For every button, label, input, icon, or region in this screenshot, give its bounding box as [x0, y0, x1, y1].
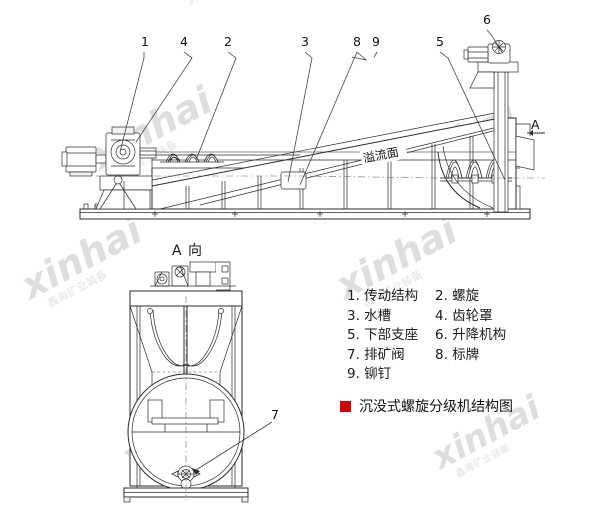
a-view-front-elevation: 7 — [123, 261, 279, 503]
callout-3: 3 — [301, 34, 309, 49]
caption-bullet-square — [340, 400, 351, 412]
callout-6: 6 — [483, 12, 491, 27]
legend-item-7: 7. 排矿阀 — [347, 346, 405, 363]
legend-item-9: 9. 铆钉 — [347, 366, 392, 382]
callout-7: 7 — [271, 407, 279, 422]
callout-7-arrow — [192, 468, 200, 475]
overflow-surface-label: 溢流面 — [359, 142, 408, 167]
spiral-blades-left — [160, 153, 224, 163]
legend-item-3: 3. 水槽 — [347, 307, 392, 324]
legend-item-8: 8. 标牌 — [435, 346, 480, 363]
legend-item-2: 2. 螺旋 — [435, 288, 480, 304]
a-view-drive — [150, 261, 236, 291]
caption-text: 沉没式螺旋分级机结构图 — [359, 399, 513, 415]
callout-2: 2 — [224, 34, 232, 49]
legend-row: 5. 下部支座 6. 升降机构 — [347, 326, 547, 346]
legend-row: 1. 传动结构 2. 螺旋 — [347, 287, 547, 307]
callout-8: 8 — [353, 34, 361, 49]
legend-item-6: 6. 升降机构 — [435, 327, 507, 343]
callout-leaders-top — [119, 29, 506, 186]
callout-5: 5 — [436, 34, 444, 49]
view-direction-marker-a: A — [527, 117, 545, 136]
a-view-base-frame — [123, 296, 249, 503]
legend-row: 3. 水槽 4. 齿轮罩 — [347, 307, 547, 327]
trough-stiffeners — [185, 136, 474, 209]
view-marker-label: A — [531, 117, 540, 132]
legend-row: 9. 铆钉 — [347, 365, 547, 385]
legend-item-4: 4. 齿轮罩 — [435, 307, 493, 324]
legend-item-5: 5. 下部支座 — [347, 327, 419, 343]
callout-4: 4 — [180, 34, 188, 49]
centerline-2 — [299, 175, 441, 179]
callout-7-leader — [195, 421, 273, 471]
callout-1: 1 — [141, 34, 149, 49]
main-side-elevation: 溢流面 — [61, 40, 545, 220]
lifting-mechanism — [440, 40, 545, 213]
inclined-trough — [151, 111, 517, 210]
watermark-text: xinhai — [180, 0, 254, 10]
callout-numbers: 1 4 2 3 8 9 5 6 — [141, 12, 491, 49]
callout-9: 9 — [372, 34, 380, 49]
diagram-caption: 沉没式螺旋分级机结构图 — [340, 396, 513, 416]
legend-item-1: 1. 传动结构 — [347, 288, 419, 304]
legend-row: 7. 排矿阀 8. 标牌 — [347, 346, 547, 366]
a-view-label: A 向 — [172, 243, 204, 259]
legend-list: 1. 传动结构 2. 螺旋 3. 水槽 4. 齿轮罩 5. 下部支座 6. 升降… — [347, 287, 547, 385]
drive-assembly — [61, 126, 157, 210]
overflow-surface-text: 溢流面 — [362, 145, 400, 166]
